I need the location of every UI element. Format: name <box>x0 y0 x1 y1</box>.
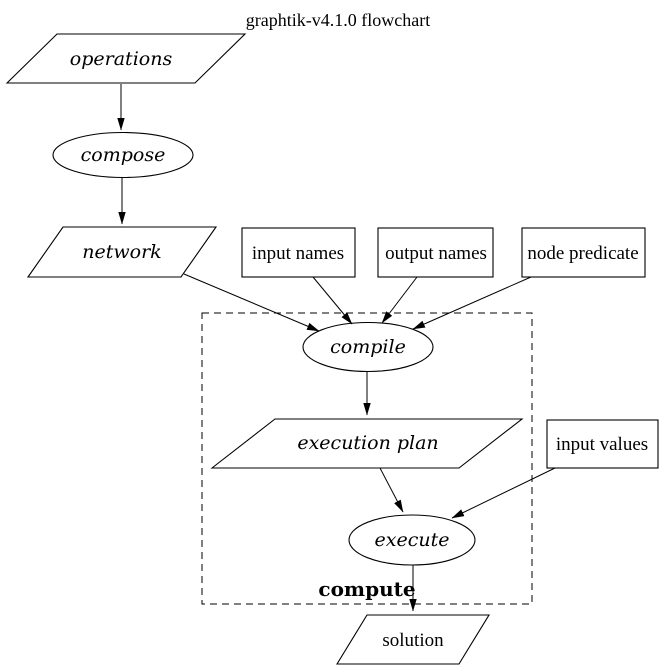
node-execution-plan-shape <box>210 418 524 469</box>
edge-execution-plan-execute <box>379 467 404 513</box>
node-output-names-shape <box>377 227 494 278</box>
node-compile: compile <box>302 321 434 373</box>
node-input-names-label: input names <box>252 243 344 264</box>
node-input-names: input names <box>241 227 356 278</box>
node-output-names: output names <box>377 227 494 278</box>
node-solution-label: solution <box>382 630 444 651</box>
node-input-values-shape <box>546 419 659 469</box>
node-operations-shape <box>5 33 247 84</box>
node-compose: compose <box>52 131 194 179</box>
node-network: network <box>26 226 218 278</box>
node-output-names-label: output names <box>385 243 487 264</box>
compute-cluster-label: compute <box>318 577 415 601</box>
edge-input-values-execute <box>451 467 556 519</box>
node-solution: solution <box>336 614 490 665</box>
node-operations: operations <box>5 33 247 84</box>
node-node-predicate-shape <box>521 227 646 278</box>
edge-network-compile <box>183 273 320 332</box>
diagram-title: graphtik-v4.1.0 flowchart <box>246 10 430 30</box>
node-execution-plan-label: execution plan <box>297 432 438 454</box>
edges <box>117 84 556 612</box>
edge-node-predicate-compile <box>412 276 532 330</box>
node-execute: execute <box>348 514 476 566</box>
edge-output-names-compile <box>381 276 418 324</box>
node-execute-label: execute <box>375 529 450 551</box>
edge-input-names-compile <box>312 276 353 325</box>
node-operations-label: operations <box>70 48 173 70</box>
node-node-predicate-label: node predicate <box>527 243 638 264</box>
node-compose-label: compose <box>81 144 166 166</box>
compute-cluster-border <box>201 312 533 605</box>
node-node-predicate: node predicate <box>521 227 646 278</box>
node-compose-shape <box>52 131 194 179</box>
node-network-shape <box>26 226 218 278</box>
node-input-values-label: input values <box>556 434 648 455</box>
node-compile-shape <box>302 321 434 373</box>
node-input-values: input values <box>546 419 659 469</box>
node-execution-plan: execution plan <box>210 418 524 469</box>
node-solution-shape <box>336 614 490 665</box>
node-input-names-shape <box>241 227 356 278</box>
node-compile-label: compile <box>330 336 406 358</box>
node-network-label: network <box>82 241 161 263</box>
node-execute-shape <box>348 514 476 566</box>
